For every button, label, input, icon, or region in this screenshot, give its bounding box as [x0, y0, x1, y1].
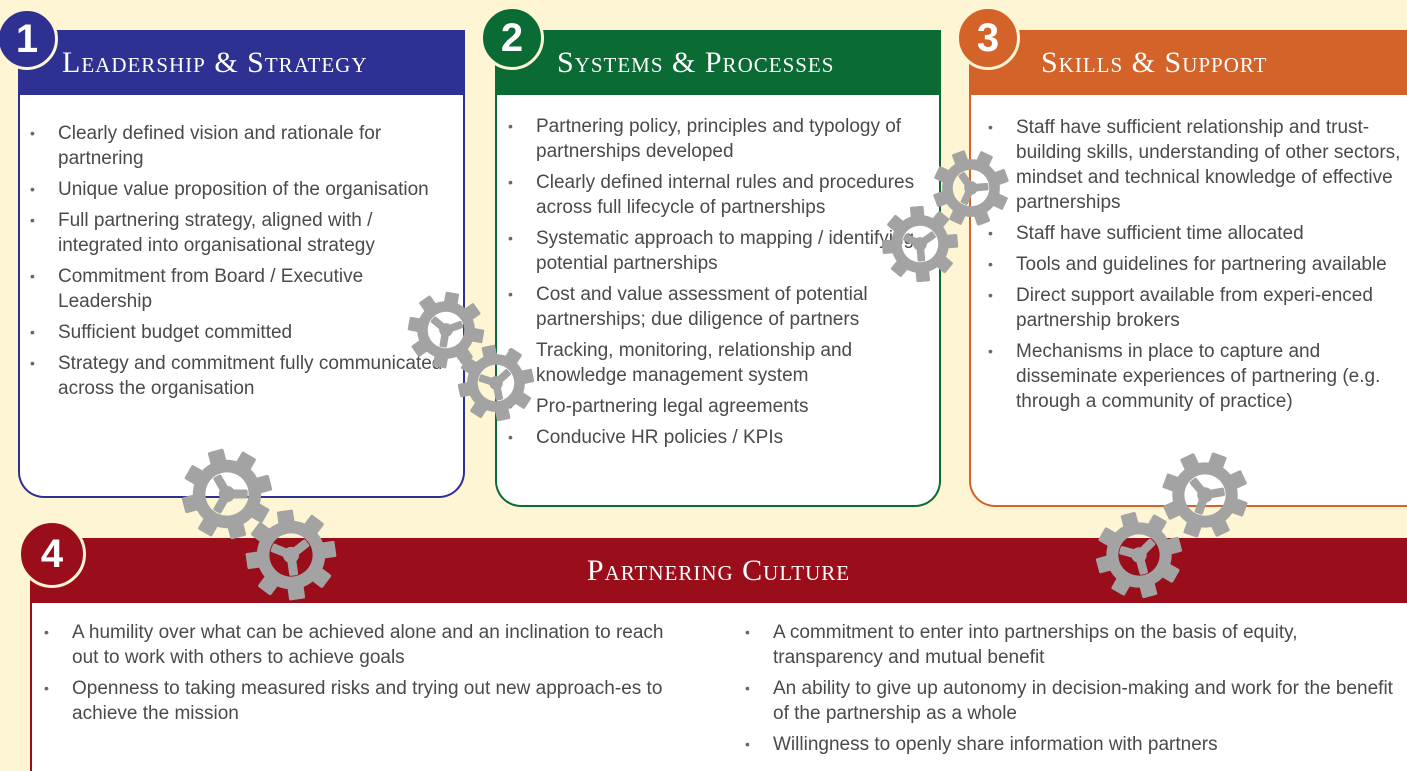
list-item: A humility over what can be achieved alo… — [34, 620, 694, 670]
list-item: Conducive HR policies / KPIs — [498, 425, 940, 450]
culture-list-left: A humility over what can be achieved alo… — [34, 620, 694, 732]
leadership-title: Leadership & Strategy — [62, 45, 368, 79]
skills-title: Skills & Support — [1041, 45, 1268, 79]
gear-icon — [451, 338, 541, 428]
list-item: Sufficient budget committed — [20, 320, 460, 345]
list-item: A commitment to enter into partnerships … — [735, 620, 1395, 670]
list-item: An ability to give up autonomy in decisi… — [735, 676, 1395, 726]
list-item: Willingness to openly share information … — [735, 732, 1395, 757]
systems-header: Systems & Processes — [495, 30, 941, 95]
leadership-list: Clearly defined vision and rationale for… — [20, 121, 460, 407]
list-item: Systematic approach to mapping / identif… — [498, 226, 940, 276]
list-item: Mechanisms in place to capture and disse… — [978, 339, 1404, 414]
skills-number-badge: 3 — [956, 6, 1020, 70]
list-item: Full partnering strategy, aligned with /… — [20, 208, 460, 258]
skills-header: Skills & Support — [969, 30, 1407, 95]
list-item: Staff have sufficient relationship and t… — [978, 115, 1404, 215]
systems-number-badge: 2 — [480, 6, 544, 70]
skills-list: Staff have sufficient relationship and t… — [978, 115, 1404, 420]
list-item: Pro-partnering legal agreements — [498, 394, 940, 419]
systems-list: Partnering policy, principles and typolo… — [498, 114, 940, 456]
list-item: Tracking, monitoring, relationship and k… — [498, 338, 940, 388]
list-item: Openness to taking measured risks and tr… — [34, 676, 694, 726]
culture-number-badge: 4 — [18, 520, 86, 588]
leadership-number-badge: 1 — [0, 8, 58, 70]
culture-list-right: A commitment to enter into partnerships … — [735, 620, 1395, 763]
list-item: Clearly defined internal rules and proce… — [498, 170, 940, 220]
list-item: Cost and value assessment of potential p… — [498, 282, 940, 332]
list-item: Partnering policy, principles and typolo… — [498, 114, 940, 164]
gear-icon — [879, 203, 961, 285]
list-item: Clearly defined vision and rationale for… — [20, 121, 460, 171]
systems-title: Systems & Processes — [557, 45, 835, 79]
list-item: Tools and guidelines for partnering avai… — [978, 252, 1404, 277]
list-item: Unique value proposition of the organisa… — [20, 177, 460, 202]
list-item: Direct support available from experi-enc… — [978, 283, 1404, 333]
gear-icon — [240, 504, 342, 606]
list-item: Strategy and commitment fully communicat… — [20, 351, 460, 401]
leadership-header: Leadership & Strategy — [18, 30, 465, 95]
culture-title: Partnering Culture — [586, 553, 851, 587]
list-item: Staff have sufficient time allocated — [978, 221, 1404, 246]
list-item: Commitment from Board / Executive Leader… — [20, 264, 460, 314]
